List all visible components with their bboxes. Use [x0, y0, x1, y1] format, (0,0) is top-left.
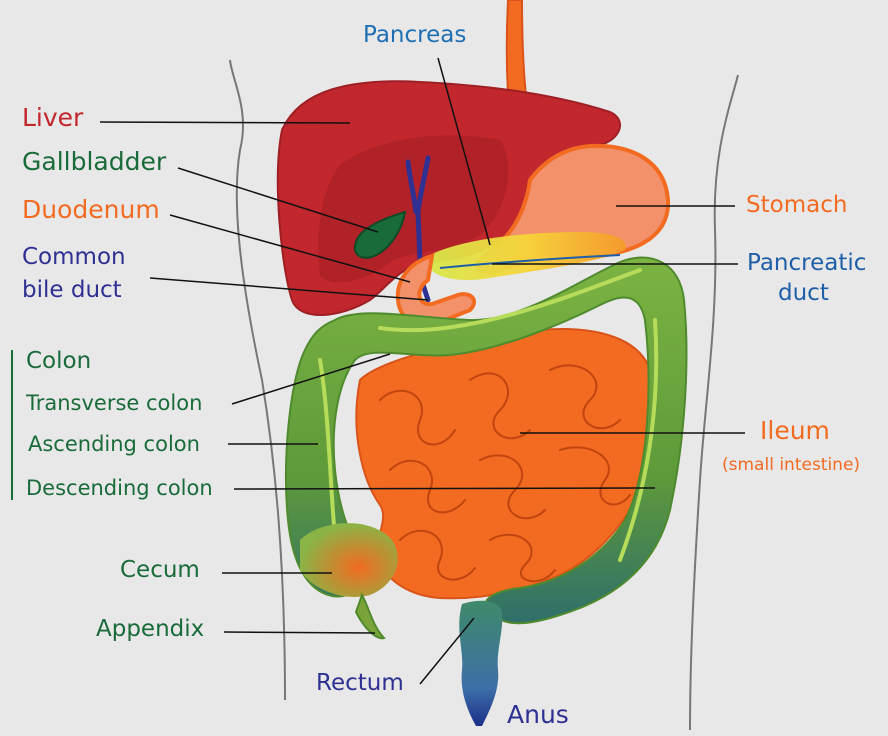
label-pancreas: Pancreas	[363, 22, 467, 48]
leader-bile-duct	[149, 277, 429, 301]
leader-rectum	[419, 617, 475, 685]
label-colon: Colon	[26, 348, 92, 374]
label-anus: Anus	[507, 700, 569, 729]
rectum-shape	[459, 600, 503, 726]
leader-transverse	[231, 353, 391, 405]
body-outline-left	[229, 59, 286, 701]
label-small-intestine: (small intestine)	[722, 455, 861, 475]
appendix-shape	[354, 592, 386, 640]
leader-appendix	[223, 631, 376, 634]
label-common-bile-duct-1: Common	[22, 244, 126, 270]
label-ileum: Ileum	[760, 416, 830, 445]
label-common-bile-duct-2: bile duct	[22, 277, 122, 303]
label-gallbladder: Gallbladder	[22, 147, 167, 176]
label-liver: Liver	[22, 103, 84, 132]
leader-gallbladder	[177, 167, 379, 233]
small-intestine-shape	[355, 328, 658, 600]
pancreatic-duct-line	[439, 254, 621, 269]
gallbladder-shape	[354, 210, 407, 259]
label-duodenum: Duodenum	[22, 195, 160, 224]
colon-shape	[285, 256, 688, 625]
label-descending-colon: Descending colon	[26, 476, 213, 500]
label-pancreatic-duct-1: Pancreatic	[747, 250, 867, 276]
label-transverse-colon: Transverse colon	[26, 391, 203, 415]
leader-liver	[99, 121, 351, 124]
leader-lines	[99, 57, 745, 685]
bile-duct-tree	[405, 155, 431, 303]
label-pancreatic-duct-2: duct	[778, 280, 829, 306]
label-appendix: Appendix	[96, 616, 205, 642]
body-outline-right	[689, 74, 739, 731]
cecum-shape	[300, 523, 398, 598]
duodenum-shape	[395, 253, 476, 327]
leader-duodenum	[169, 214, 411, 283]
label-ascending-colon: Ascending colon	[28, 432, 200, 456]
label-stomach: Stomach	[746, 192, 848, 218]
leader-pancreas	[437, 57, 491, 246]
label-cecum: Cecum	[120, 557, 200, 583]
pancreas-shape	[430, 232, 626, 280]
intestine-folds	[379, 364, 631, 583]
label-rectum: Rectum	[316, 670, 404, 696]
leader-descending	[233, 487, 656, 490]
